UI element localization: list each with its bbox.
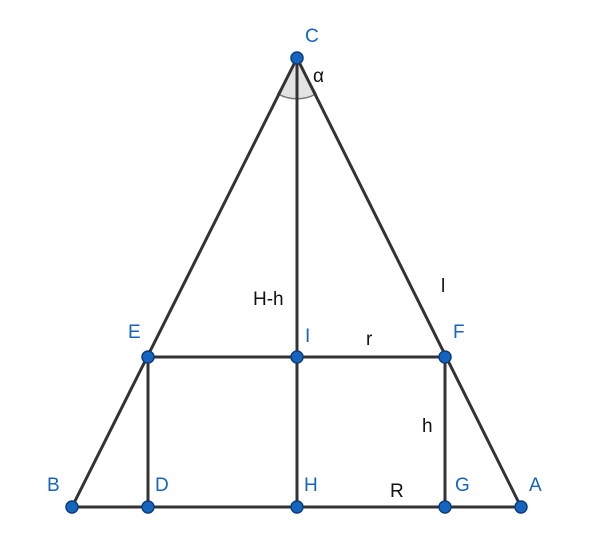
point-G[interactable] — [438, 500, 452, 514]
label-l: l — [441, 276, 445, 297]
label-R: R — [390, 481, 404, 502]
segment-CA — [295, 57, 523, 508]
point-I[interactable] — [290, 350, 304, 364]
label-H: H — [304, 475, 318, 496]
label-r: r — [366, 329, 373, 350]
label-G: G — [455, 475, 470, 496]
label-C: C — [305, 26, 319, 47]
label-alpha: α — [313, 66, 324, 87]
label-E: E — [128, 322, 141, 343]
point-H[interactable] — [290, 500, 304, 514]
point-E[interactable] — [141, 350, 155, 364]
segment-CB — [70, 57, 299, 508]
label-I: I — [305, 326, 310, 347]
label-F: F — [453, 322, 465, 343]
label-A: A — [529, 475, 542, 496]
point-D[interactable] — [141, 500, 155, 514]
point-A[interactable] — [514, 500, 528, 514]
point-C[interactable] — [290, 51, 304, 65]
point-F[interactable] — [438, 350, 452, 364]
label-h: h — [422, 416, 433, 437]
label-B: B — [47, 475, 60, 496]
point-B[interactable] — [65, 500, 79, 514]
label-H-minus-h: H-h — [253, 289, 284, 310]
label-D: D — [155, 475, 169, 496]
